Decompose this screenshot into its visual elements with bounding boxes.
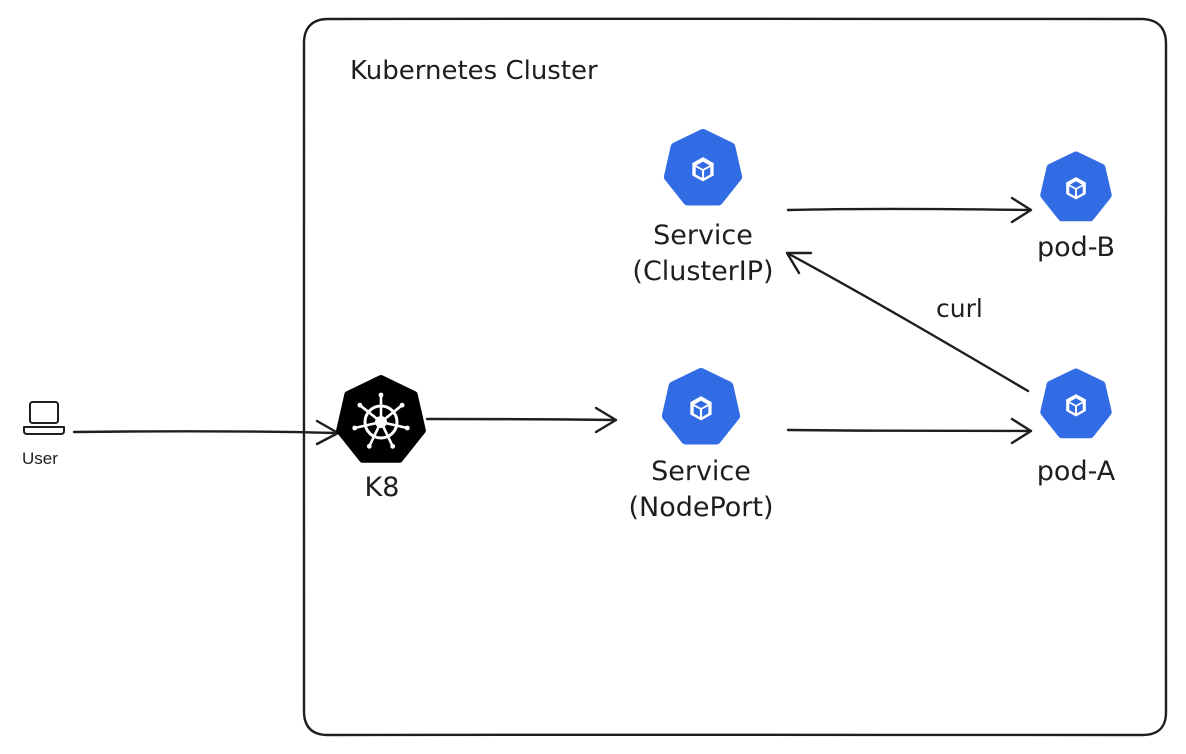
k8-label: K8 bbox=[364, 472, 400, 503]
pod-a-cube-icon bbox=[1040, 368, 1112, 439]
edge-user-to-k8 bbox=[72, 419, 340, 446]
edge-pod-a-to-clusterip-curl bbox=[785, 251, 1030, 393]
user-label: User bbox=[22, 449, 58, 468]
service-nodeport-label: Service (NodePort) bbox=[591, 454, 811, 526]
service-nodeport-cube-icon bbox=[661, 368, 741, 445]
service-clusterip-label-line2: (ClusterIP) bbox=[632, 256, 774, 287]
service-clusterip-label-line1: Service bbox=[653, 220, 753, 251]
edge-clusterip-to-pod-b bbox=[786, 196, 1033, 224]
cluster-boundary bbox=[302, 17, 1168, 737]
pod-a-label: pod-A bbox=[1036, 456, 1116, 487]
edge-k8-to-nodeport bbox=[425, 406, 618, 434]
service-nodeport-label-line1: Service bbox=[651, 456, 751, 487]
pod-b-label: pod-B bbox=[1036, 232, 1116, 263]
curl-edge-label: curl bbox=[936, 294, 983, 323]
service-nodeport-label-line2: (NodePort) bbox=[628, 492, 774, 523]
service-clusterip-label: Service (ClusterIP) bbox=[593, 218, 813, 290]
edge-nodeport-to-pod-a bbox=[786, 417, 1033, 445]
cluster-title: Kubernetes Cluster bbox=[350, 56, 598, 86]
laptop-icon bbox=[23, 401, 65, 435]
kubernetes-helm-icon bbox=[336, 375, 426, 463]
service-clusterip-cube-icon bbox=[663, 129, 743, 206]
pod-b-cube-icon bbox=[1040, 151, 1112, 222]
